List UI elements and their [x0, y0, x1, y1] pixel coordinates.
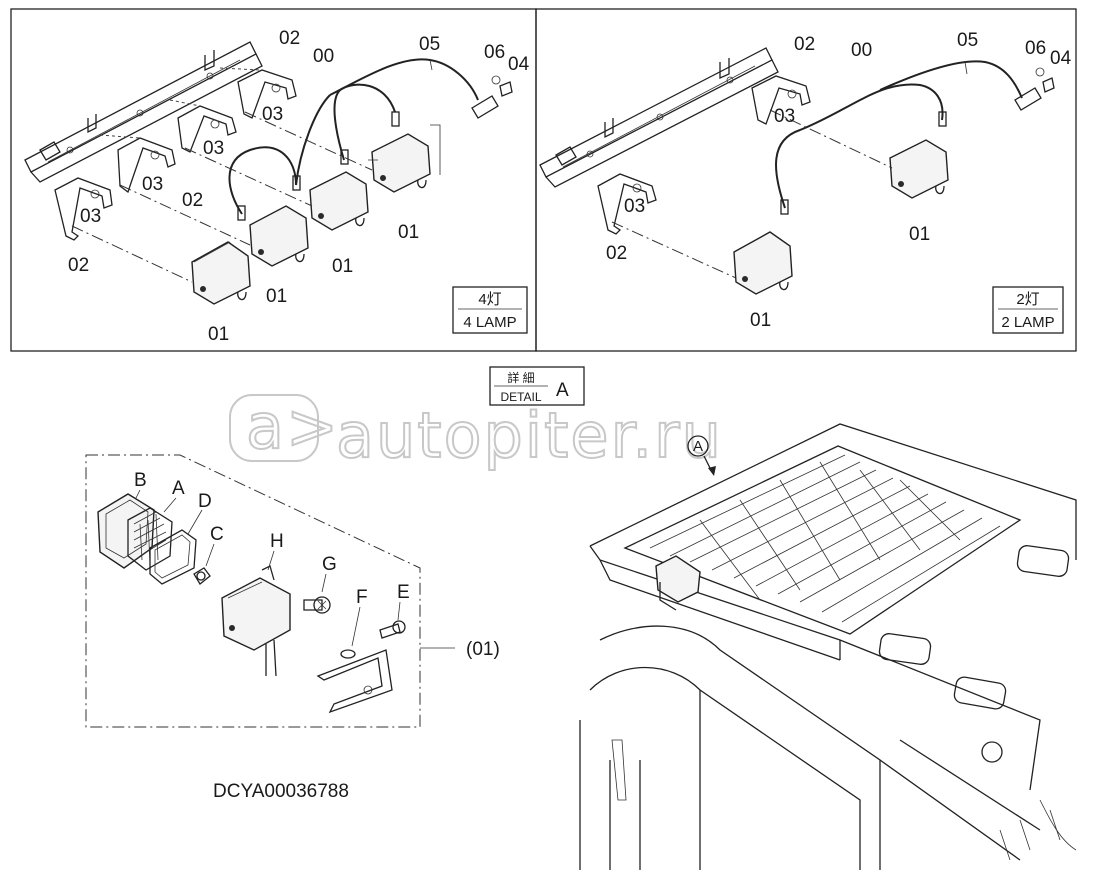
left-brackets — [54, 69, 297, 241]
watermark-text: autopiter.ru — [336, 399, 723, 472]
label-02: 02 — [794, 34, 815, 55]
letter-G: G — [322, 554, 337, 575]
label-02: 02 — [279, 28, 300, 49]
letter-B: B — [134, 470, 147, 491]
badge-jp: 2灯 — [1016, 291, 1039, 308]
right-brackets — [597, 75, 811, 235]
label-03: 03 — [262, 104, 283, 125]
label-00: 00 — [313, 46, 334, 67]
left-mounting-rail — [24, 41, 263, 183]
right-mounting-rail — [539, 47, 779, 188]
exploded-lamp-view: B A D C H G F E (01) — [85, 454, 500, 728]
label-00: 00 — [851, 40, 872, 61]
left-lamp-count-badge: 4灯 4 LAMP — [452, 286, 528, 334]
right-lamp-count-badge: 2灯 2 LAMP — [992, 286, 1064, 334]
right-harness — [775, 60, 1055, 215]
label-03: 03 — [142, 174, 163, 195]
label-04: 04 — [508, 54, 530, 75]
left-part-labels: 00 05 06 04 02 03 03 03 02 03 02 01 01 0… — [68, 28, 530, 345]
right-panel-frame — [535, 8, 1077, 352]
drawing-number: DCYA00036788 — [213, 781, 349, 802]
right-panel: 02 00 05 06 04 03 03 02 01 01 2灯 2 LAMP — [539, 30, 1072, 334]
label-01: 01 — [398, 222, 419, 243]
label-03: 03 — [624, 196, 645, 217]
badge-en: 2 LAMP — [1001, 314, 1054, 331]
label-01: 01 — [750, 310, 771, 331]
label-01: 01 — [208, 324, 229, 345]
label-05: 05 — [957, 30, 978, 51]
label-03: 03 — [774, 106, 795, 127]
label-03: 03 — [80, 206, 101, 227]
detail-tag: 詳 細 DETAIL A — [489, 366, 585, 406]
letter-E: E — [397, 582, 410, 603]
label-06: 06 — [1025, 38, 1046, 59]
right-part-labels: 02 00 05 06 04 03 03 02 01 01 — [606, 30, 1072, 331]
label-02: 02 — [68, 255, 89, 276]
label-01: 01 — [332, 256, 353, 277]
letter-C: C — [210, 524, 224, 545]
left-lamps — [191, 133, 431, 305]
watermark: a> autopiter.ru — [229, 389, 723, 473]
letter-D: D — [198, 491, 212, 512]
cab-callout-letter: A — [693, 438, 703, 455]
svg-text:a>: a> — [246, 390, 340, 463]
badge-en: 4 LAMP — [463, 314, 516, 331]
label-01: 01 — [266, 286, 287, 307]
label-03: 03 — [203, 138, 224, 159]
letter-H: H — [270, 531, 284, 552]
left-panel: 00 05 06 04 02 03 03 03 02 03 02 01 01 0… — [24, 28, 530, 345]
exploded-letters: B A D C H G F E — [134, 470, 410, 608]
label-04: 04 — [1050, 48, 1072, 69]
label-02: 02 — [606, 243, 627, 264]
detail-letter: A — [556, 380, 569, 401]
letter-A: A — [172, 478, 185, 499]
badge-jp: 4灯 — [478, 291, 501, 308]
assembly-ref: (01) — [466, 639, 500, 660]
label-02: 02 — [182, 190, 203, 211]
label-06: 06 — [484, 42, 505, 63]
right-lamps — [733, 139, 949, 295]
label-05: 05 — [419, 34, 440, 55]
detail-en: DETAIL — [500, 390, 541, 404]
cab-roof-view: A — [579, 423, 1077, 870]
detail-jp: 詳 細 — [507, 370, 534, 385]
letter-F: F — [356, 587, 368, 608]
left-harness — [228, 58, 513, 221]
label-01: 01 — [909, 224, 930, 245]
